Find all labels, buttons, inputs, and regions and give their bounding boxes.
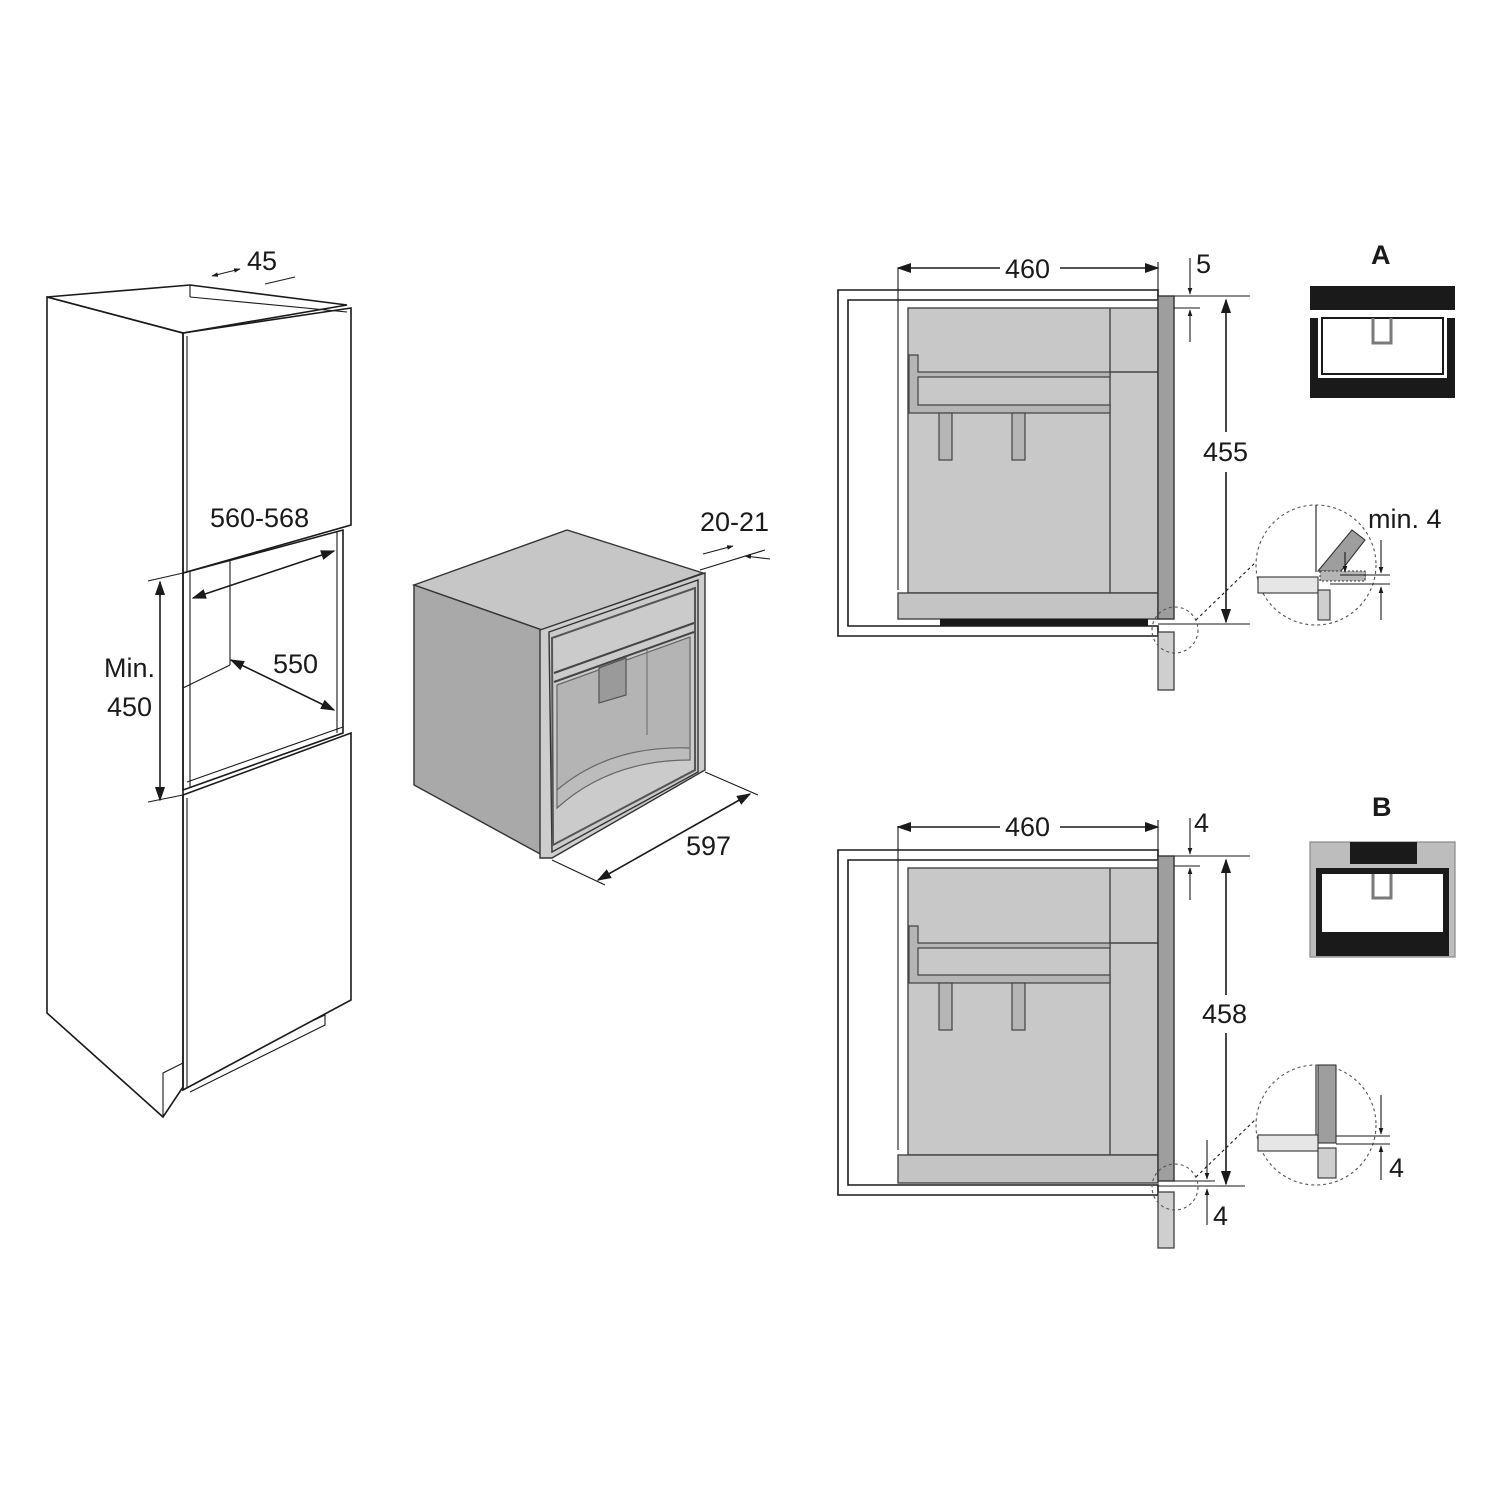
cabinet-drawing: 45 560-568 550 Min. 450 <box>46 246 352 1119</box>
view-b-depth-label: 460 <box>1005 812 1050 842</box>
view-a-top-gap-label: 5 <box>1196 249 1211 279</box>
cabinet-height-min-label: Min. <box>104 653 155 683</box>
view-a-depth-label: 460 <box>1005 254 1050 284</box>
cabinet-niche <box>182 528 344 792</box>
view-a-detail-gap-label: min. 4 <box>1368 504 1442 534</box>
cabinet-top <box>46 284 348 334</box>
view-b-top-gap-label: 4 <box>1194 808 1209 838</box>
view-b-height-label: 458 <box>1202 999 1247 1029</box>
appliance-spout <box>598 657 627 704</box>
view-a-door <box>1157 631 1175 691</box>
view-b-bottom-gap-label: 4 <box>1213 1201 1228 1231</box>
view-a-label: A <box>1371 240 1391 270</box>
cabinet-depth-top-label: 45 <box>247 246 277 276</box>
view-b-front-panel <box>1157 855 1175 1182</box>
view-a-front-panel <box>1157 295 1175 620</box>
cabinet-height-value-label: 450 <box>107 692 152 722</box>
cabinet-depth-label: 550 <box>273 649 318 679</box>
cabinet-width-label: 560-568 <box>210 503 309 533</box>
appliance-width-label: 597 <box>686 831 731 861</box>
cabinet-upper-door <box>182 307 352 575</box>
view-a: 460 5 455 min. 4 A <box>837 240 1455 691</box>
view-b-door <box>1157 1191 1175 1249</box>
view-b: 460 4 458 4 4 B <box>837 792 1456 1249</box>
cabinet-lower-door <box>182 731 352 1092</box>
view-a-height-label: 455 <box>1203 437 1248 467</box>
appliance-side <box>413 584 543 857</box>
appliance-frame-thickness-label: 20-21 <box>700 507 769 537</box>
appliance-drawing: 20-21 597 <box>411 507 771 886</box>
view-b-detail-gap-label: 4 <box>1389 1153 1404 1183</box>
view-b-label: B <box>1372 792 1392 822</box>
